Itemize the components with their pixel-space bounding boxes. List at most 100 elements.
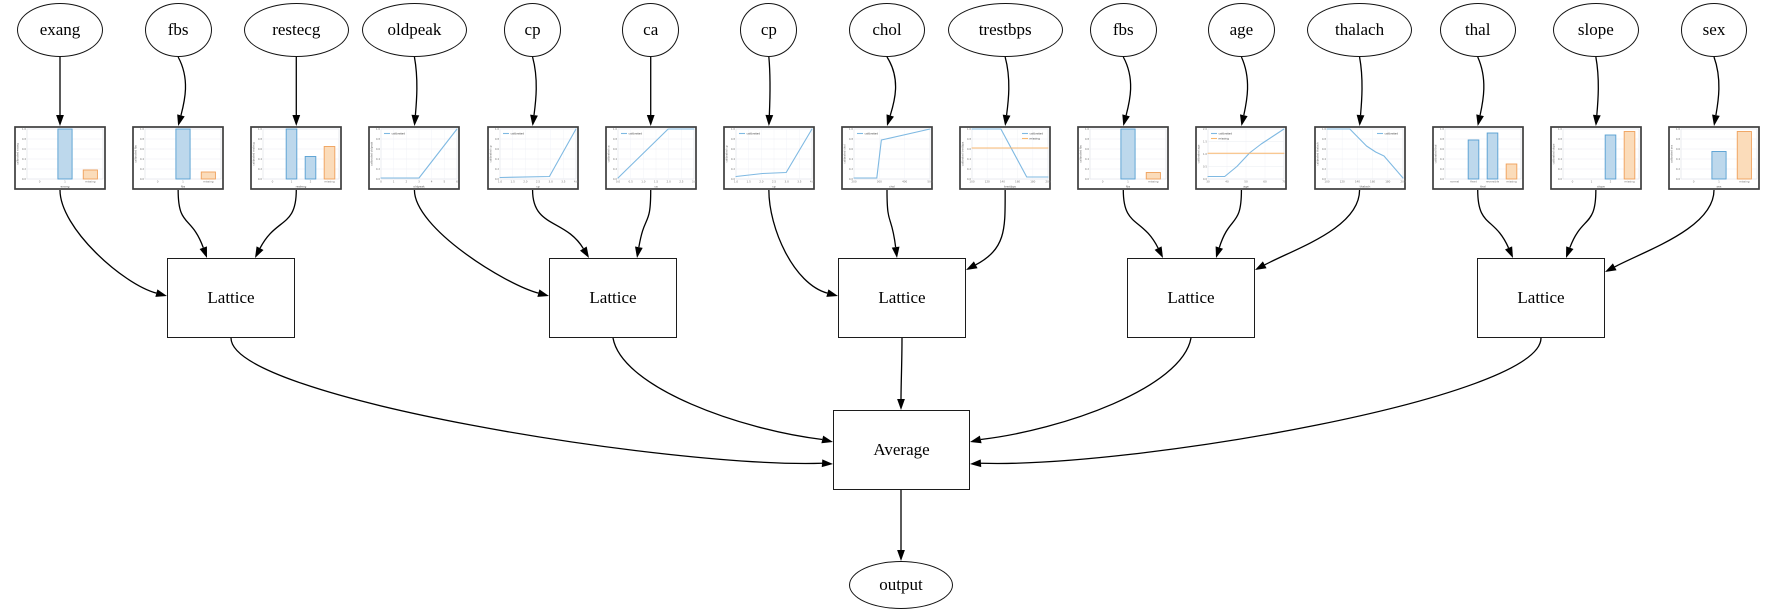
edge-chart-cp-to-lattice-3	[768, 189, 828, 294]
edge-chol-to-chart	[886, 56, 897, 116]
x-tick-label: 2.5	[535, 180, 540, 184]
x-axis-label: fbs	[1126, 184, 1131, 188]
legend-label: missing	[1219, 137, 1230, 141]
x-tick-label: 1	[64, 180, 66, 184]
feature-ellipse-exang: exang	[17, 3, 103, 57]
lattice-label: Lattice	[589, 288, 637, 307]
feature-label: cp	[760, 20, 777, 39]
x-axis-label: chol	[889, 184, 895, 188]
edge-lattice-3-to-average-arrowhead	[897, 399, 905, 410]
bar-missing	[82, 169, 98, 180]
edge-thalach-to-chart-arrowhead	[1356, 114, 1365, 126]
y-tick-label: 1.0	[258, 127, 262, 131]
x-tick-label: 4.0	[810, 180, 815, 184]
x-tick-label: 0	[39, 180, 41, 184]
x-tick-label: 160	[1370, 180, 1375, 184]
x-axis-label: slope	[1597, 184, 1605, 188]
edge-chart-ca-to-lattice-2	[638, 189, 652, 248]
x-tick-label: 100	[970, 180, 975, 184]
y-axis-label: calibrated cp	[488, 145, 492, 162]
edge-chart-thalach-to-lattice-4	[1264, 189, 1361, 266]
y-tick-label: 0.4	[494, 157, 498, 161]
feature-ellipse-fbs: fbs	[1089, 3, 1157, 57]
x-tick-label: 6	[457, 180, 459, 184]
x-tick-label: 2.0	[759, 180, 764, 184]
edge-trestbps-to-chart-arrowhead	[1002, 114, 1011, 126]
y-tick-label: 0.0	[140, 177, 144, 181]
edge-chart-thalach-to-lattice-4-arrowhead	[1255, 261, 1267, 270]
lattice-label: Lattice	[878, 288, 926, 307]
y-tick-label: 0.6	[1440, 147, 1444, 151]
x-tick-label: 1.5	[510, 180, 515, 184]
legend-label: calibrated	[746, 132, 760, 136]
x-tick-label: 2.0	[666, 180, 671, 184]
feature-ellipse-chol: chol	[848, 3, 926, 57]
x-tick-label: 1.5	[746, 180, 751, 184]
y-tick-label: 1.5	[1203, 140, 1207, 144]
x-axis-label: cp	[536, 184, 540, 188]
y-axis-label: calibrated restecg	[252, 142, 256, 166]
feature-ellipse-sex: sex	[1680, 3, 1748, 57]
edge-chart-fbs-to-lattice-4-arrowhead	[1154, 246, 1163, 258]
x-tick-label: 200	[1046, 180, 1051, 184]
edge-lattice-1-to-average-arrowhead	[821, 459, 833, 468]
feature-ellipse-restecg: restecg	[243, 3, 349, 57]
x-tick-label: 1.5	[654, 180, 659, 184]
plot-area	[1326, 128, 1403, 180]
feature-ellipse-ca: ca	[622, 3, 680, 57]
edge-cp-to-chart	[768, 56, 771, 116]
edge-chart-oldpeak-to-lattice-2	[413, 189, 539, 294]
x-axis-label: restecg	[296, 184, 307, 188]
lattice-box-4: Lattice	[1127, 258, 1255, 338]
y-tick-label: 0.0	[1558, 177, 1562, 181]
edge-fbs-to-chart	[177, 56, 187, 116]
x-tick-label: 2.5	[772, 180, 777, 184]
x-tick-label: missing	[1148, 180, 1159, 184]
edge-lattice-5-to-average-arrowhead	[970, 459, 982, 468]
y-tick-label: 1.0	[22, 127, 26, 131]
series-calibrated	[617, 128, 695, 179]
legend-label: calibrated	[1219, 132, 1233, 136]
plot-area	[853, 128, 931, 180]
y-tick-label: 0.2	[1085, 167, 1089, 171]
x-axis-label: trestbps	[1004, 184, 1016, 188]
y-tick-label: 0.8	[1558, 137, 1562, 141]
x-tick-label: 4	[431, 180, 433, 184]
y-tick-label: 0.4	[1440, 157, 1444, 161]
x-tick-label: 120	[1339, 180, 1344, 184]
series-calibrated	[971, 128, 1049, 178]
x-tick-label: 2	[1609, 180, 1611, 184]
x-tick-label: missing	[1624, 180, 1635, 184]
y-tick-label: 0.4	[258, 157, 262, 161]
bar-reversible	[1486, 132, 1498, 180]
bar-1	[286, 128, 298, 180]
feature-label: thal	[1464, 20, 1491, 39]
y-tick-label: 0.0	[494, 177, 498, 181]
y-tick-label: 0.4	[1558, 157, 1562, 161]
x-tick-label: 0	[1102, 180, 1104, 184]
y-tick-label: 0.2	[1321, 167, 1325, 171]
x-tick-label: fixed	[1470, 180, 1477, 184]
edge-chart-chol-to-lattice-3-arrowhead	[891, 246, 900, 258]
x-tick-label: 0	[1693, 180, 1695, 184]
y-tick-label: 0.2	[22, 167, 26, 171]
series-calibrated	[735, 128, 813, 178]
x-tick-label: 0.5	[628, 180, 633, 184]
edge-chart-fbs-to-lattice-4	[1122, 189, 1159, 249]
feature-label: trestbps	[978, 20, 1032, 39]
y-tick-label: 0.0	[1203, 177, 1207, 181]
y-tick-label: 0.8	[22, 137, 26, 141]
y-axis-label: calibrated slope	[1551, 143, 1555, 164]
y-axis-label: calibrated sex	[1669, 144, 1673, 163]
edge-chart-restecg-to-lattice-1-arrowhead	[255, 246, 264, 258]
feature-label: thalach	[1335, 20, 1385, 39]
y-tick-label: 1.0	[1676, 127, 1680, 131]
y-tick-label: 0.8	[613, 137, 617, 141]
y-tick-label: 1.0	[1558, 127, 1562, 131]
feature-ellipse-age: age	[1208, 3, 1275, 57]
plot-area	[971, 128, 1049, 180]
